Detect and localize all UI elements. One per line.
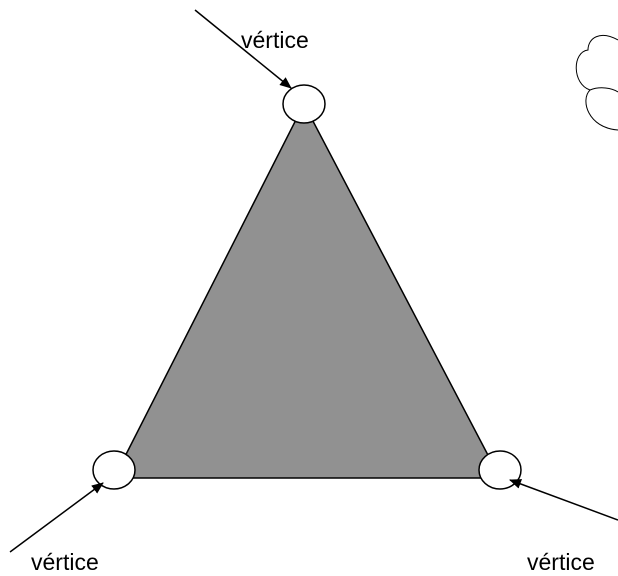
label-bottom-left-vertex: vértice <box>31 549 99 575</box>
arrow-bottom-left <box>9 482 104 553</box>
label-bottom-right-vertex: vértice <box>527 549 595 575</box>
cloud-shape-partial <box>575 35 618 131</box>
label-top-vertex: vértice <box>241 27 309 53</box>
triangle <box>112 102 502 479</box>
vertex-bottom-right-circle <box>478 450 522 490</box>
vertex-bottom-left-circle <box>92 450 136 490</box>
vertex-top-circle <box>282 84 326 124</box>
arrow-bottom-right <box>509 479 618 521</box>
arrow-top <box>194 9 292 89</box>
